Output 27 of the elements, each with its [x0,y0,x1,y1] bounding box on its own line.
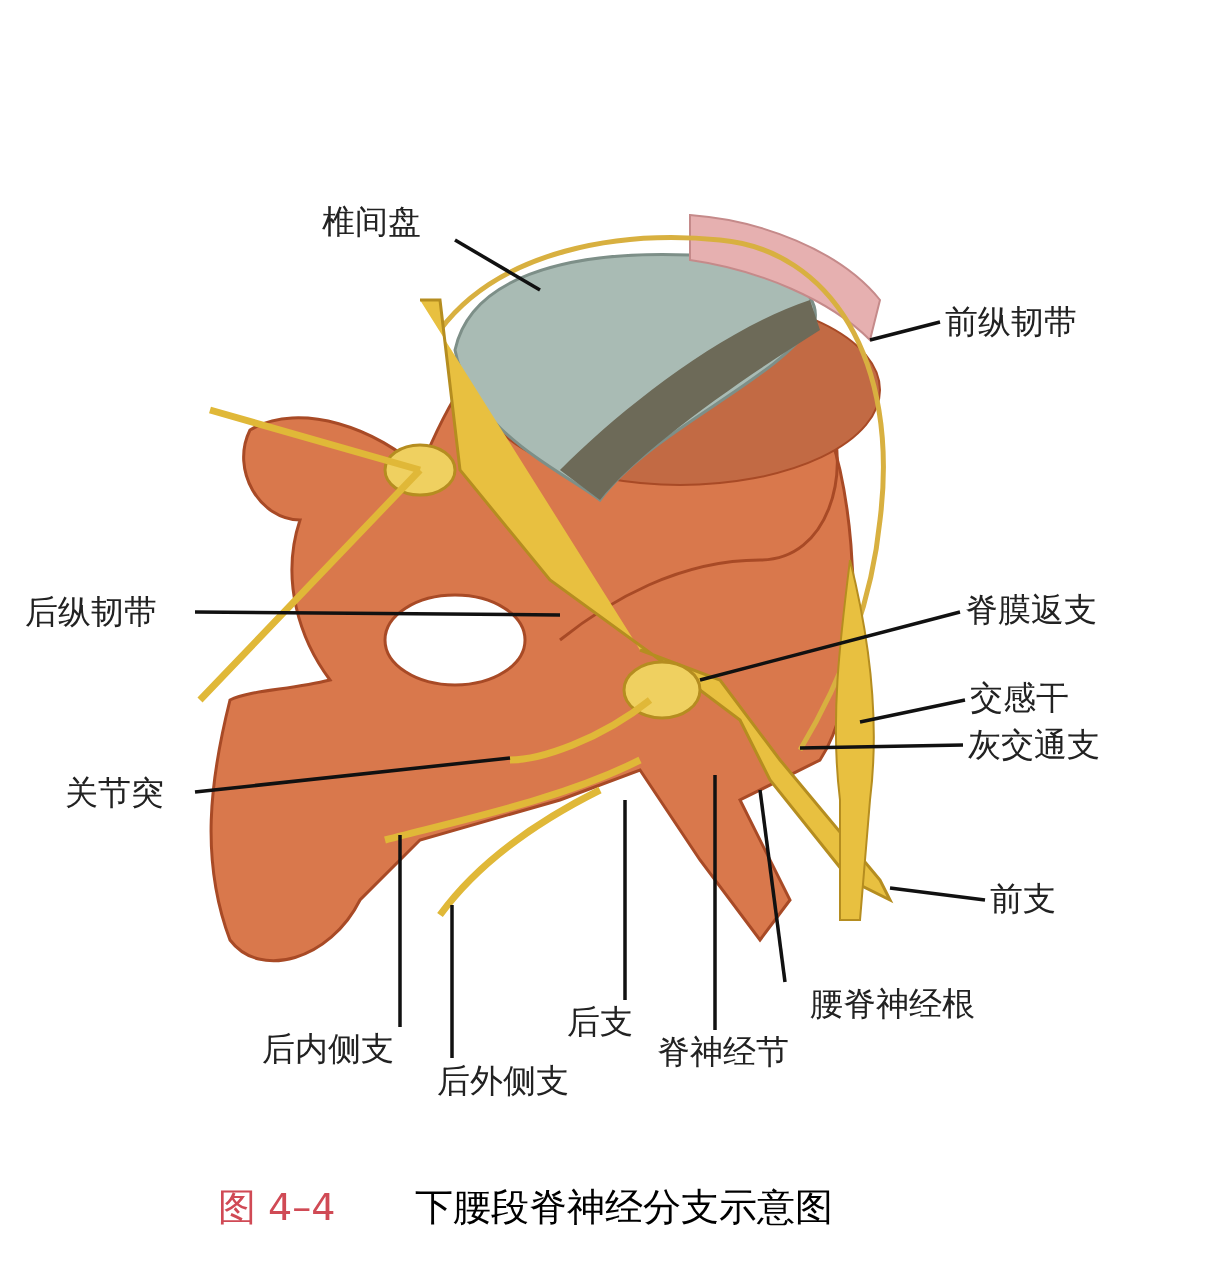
leader-line [398,835,402,1027]
part-label: 腰脊神经根 [810,985,975,1023]
part-label: 前纵韧带 [945,303,1077,341]
leader-line [623,800,627,1000]
part-label: 后内侧支 [262,1030,394,1068]
part-label: 脊膜返支 [965,591,1097,629]
leader-line [454,238,541,292]
part-label: 后支 [567,1003,633,1041]
leader-line [699,610,961,682]
part-label: 灰交通支 [968,726,1100,764]
part-label: 交感干 [970,679,1069,717]
leader-line [869,320,941,342]
part-label: 后外侧支 [437,1062,569,1100]
leader-line [758,789,787,983]
leader-line [859,698,966,724]
figure-caption: 下腰段脊神经分支示意图 [415,1185,834,1229]
leader-line [713,775,717,1030]
part-label: 关节突 [65,774,164,812]
leader-line [889,886,986,902]
leader-line [195,610,560,617]
part-label: 后纵韧带 [25,593,157,631]
leader-line [450,905,454,1058]
part-label: 脊神经节 [657,1033,789,1071]
part-label: 椎间盘 [322,203,421,241]
part-label: 前支 [990,880,1056,918]
figure-number: 图 4–4 [218,1185,336,1229]
leader-line [799,743,964,750]
